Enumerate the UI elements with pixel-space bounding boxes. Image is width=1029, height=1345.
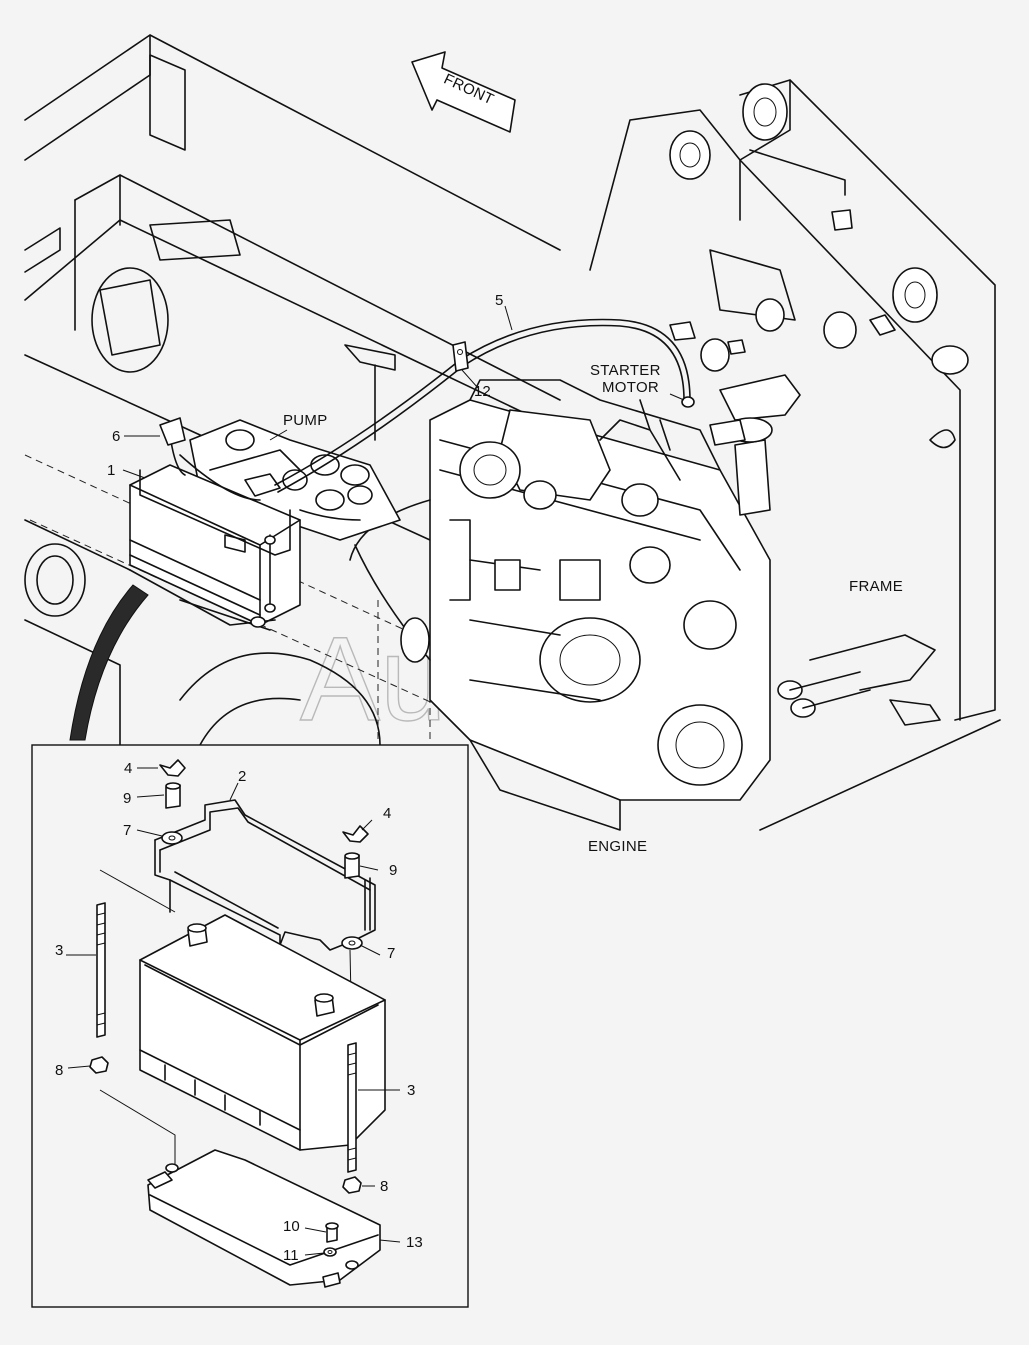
callout-6: 6 [112,428,120,445]
callout-4-right: 4 [383,805,391,822]
callout-5: 5 [495,292,503,309]
callout-numbers: 1 6 5 12 4 9 7 2 4 9 7 3 3 8 8 10 11 13 [55,292,503,1264]
pump-label: PUMP [283,412,328,429]
right-frame [589,79,1001,831]
detail-leader [69,584,149,741]
detail-inset [31,744,469,1308]
callout-2: 2 [238,768,246,785]
callout-11: 11 [283,1247,299,1264]
callout-8-left: 8 [55,1062,63,1079]
frame-label: FRAME [849,578,903,595]
component-labels: STARTER MOTOR PUMP FRAME ENGINE [283,362,903,855]
callout-12: 12 [474,383,491,400]
engine-label: ENGINE [588,838,647,855]
starter-motor-label-line1: STARTER [590,362,661,379]
callout-3-right: 3 [407,1082,415,1099]
callout-4-left: 4 [124,760,132,777]
starter-motor-label-line2: MOTOR [602,379,659,396]
callout-9-right: 9 [389,862,397,879]
callout-13: 13 [406,1234,423,1251]
callout-leaders [66,305,685,1256]
callout-10: 10 [283,1218,300,1235]
callout-7-right: 7 [387,945,395,962]
battery-cables [159,318,695,521]
callout-1: 1 [107,462,115,479]
front-arrow: FRONT [411,51,516,133]
callout-9-left: 9 [123,790,131,807]
callout-7-left: 7 [123,822,131,839]
engine [349,374,801,831]
callout-8-right: 8 [380,1178,388,1195]
callout-3-left: 3 [55,942,63,959]
battery-installed [129,464,301,631]
machine-frame [24,34,561,746]
